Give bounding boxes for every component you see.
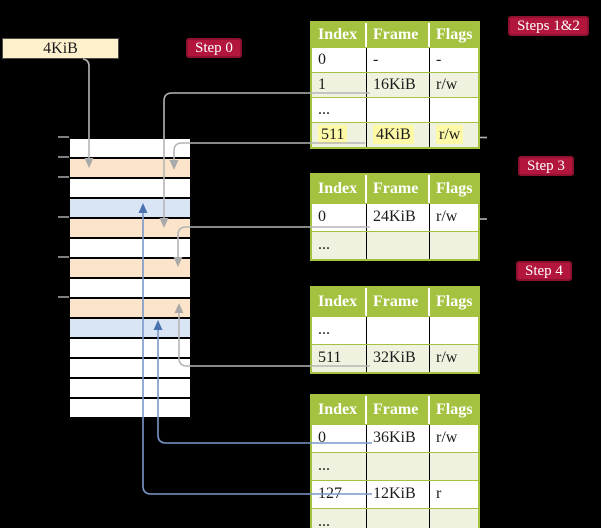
cell-flags: r/w	[436, 76, 458, 93]
cell-index: 0	[312, 48, 367, 72]
table-row: ...	[312, 97, 478, 122]
cell-frame: 32KiB	[367, 345, 430, 372]
col-header-index: Index	[312, 288, 367, 316]
memory-frame-row-white	[70, 377, 190, 397]
table-row: 127 12KiB r	[312, 480, 478, 508]
table-row-highlighted: 511 4KiB r/w	[312, 122, 478, 147]
address-tick	[58, 136, 69, 138]
col-header-frame: Frame	[367, 175, 430, 203]
col-header-flags: Flags	[436, 401, 473, 418]
cell-flags	[430, 232, 478, 259]
cell-flags	[430, 453, 478, 480]
highlight-text: 4KiB	[373, 125, 414, 144]
cell-frame	[367, 232, 430, 259]
col-header-index: Index	[312, 23, 367, 47]
cell-frame: 12KiB	[367, 481, 430, 508]
memory-frame-row-orange	[70, 257, 190, 277]
col-header-flags: Flags	[436, 180, 473, 197]
cell-flags: r/w	[430, 123, 478, 147]
address-tick	[58, 216, 69, 218]
page-size-text: 4KiB	[43, 40, 78, 57]
page-table-bottom: Index Frame Flags 0 36KiB r/w ... 127 12…	[310, 394, 480, 528]
cell-index: ...	[312, 317, 367, 344]
page-table-step-4: Index Frame Flags ... 511 32KiB r/w	[310, 286, 480, 374]
col-header-frame: Frame	[367, 23, 430, 47]
table-row: 0 24KiB r/w	[312, 203, 478, 231]
memory-frame-row-white	[70, 337, 190, 357]
badge-step-4: Step 4	[516, 261, 572, 281]
address-tick	[58, 256, 69, 258]
table-header-row: Index Frame Flags	[312, 23, 478, 47]
table-row: ...	[312, 508, 478, 528]
cell-flags: -	[436, 51, 442, 68]
col-header-flags: Flags	[436, 293, 473, 310]
cell-flags: r/w	[436, 349, 458, 366]
col-header-index: Index	[312, 396, 367, 424]
page-table-steps-1-2: Index Frame Flags 0 - - 1 16KiB r/w ... …	[310, 21, 480, 149]
highlight-text: 511	[318, 125, 348, 144]
cell-frame: 4KiB	[367, 123, 430, 147]
table-row: ...	[312, 452, 478, 480]
memory-frame-row-white	[70, 177, 190, 197]
table-row: 1 16KiB r/w	[312, 72, 478, 97]
cell-frame	[367, 98, 430, 122]
memory-frame-row-white	[70, 277, 190, 297]
cell-index: 0	[312, 425, 367, 452]
badge-steps-1-2: Steps 1&2	[508, 16, 589, 36]
address-tick	[58, 156, 69, 158]
col-header-frame: Frame	[367, 396, 430, 424]
cell-flags: r/w	[436, 208, 458, 225]
cell-frame: 24KiB	[367, 204, 430, 231]
col-header-flags: Flags	[436, 26, 473, 43]
badge-step-3: Step 3	[518, 156, 574, 176]
cell-index: 511	[312, 123, 367, 147]
table-header-row: Index Frame Flags	[312, 288, 478, 316]
table-row: 0 36KiB r/w	[312, 424, 478, 452]
cell-index: ...	[312, 232, 367, 259]
cell-flags	[430, 98, 478, 122]
cell-frame	[367, 317, 430, 344]
memory-frame-row-white	[70, 237, 190, 257]
col-header-frame: Frame	[367, 288, 430, 316]
cell-index: 0	[312, 204, 367, 231]
cell-index: ...	[312, 509, 367, 528]
memory-frame-row-orange	[70, 297, 190, 317]
table-row: ...	[312, 316, 478, 344]
cell-frame: -	[367, 48, 430, 72]
address-tick	[58, 296, 69, 298]
cell-frame: 16KiB	[367, 73, 430, 97]
memory-frame-row-white	[70, 357, 190, 377]
table-header-row: Index Frame Flags	[312, 396, 478, 424]
page-size-label-box: 4KiB	[2, 38, 119, 59]
highlight-text: r/w	[436, 125, 464, 144]
memory-stack	[70, 137, 190, 417]
table-row: ...	[312, 231, 478, 259]
table-header-row: Index Frame Flags	[312, 175, 478, 203]
cell-flags	[430, 317, 478, 344]
cell-index: ...	[312, 98, 367, 122]
cell-flags: r/w	[436, 429, 458, 446]
cell-index: 127	[312, 481, 367, 508]
cell-frame	[367, 453, 430, 480]
memory-frame-row-white	[70, 137, 190, 157]
cell-frame: 36KiB	[367, 425, 430, 452]
cell-flags	[430, 509, 478, 528]
memory-frame-row-blue	[70, 197, 190, 217]
cell-index: 511	[312, 345, 367, 372]
memory-frame-row-white	[70, 397, 190, 417]
badge-step-0: Step 0	[186, 38, 242, 58]
cell-frame	[367, 509, 430, 528]
address-tick	[58, 176, 69, 178]
col-header-index: Index	[312, 175, 367, 203]
cell-index: 1	[312, 73, 367, 97]
memory-frame-row-orange	[70, 217, 190, 237]
table-row: 511 32KiB r/w	[312, 344, 478, 372]
memory-frame-row-orange	[70, 157, 190, 177]
cell-flags: r	[436, 485, 442, 502]
table-row: 0 - -	[312, 47, 478, 72]
cell-index: ...	[312, 453, 367, 480]
memory-frame-row-blue	[70, 317, 190, 337]
page-table-step-3: Index Frame Flags 0 24KiB r/w ...	[310, 173, 480, 261]
